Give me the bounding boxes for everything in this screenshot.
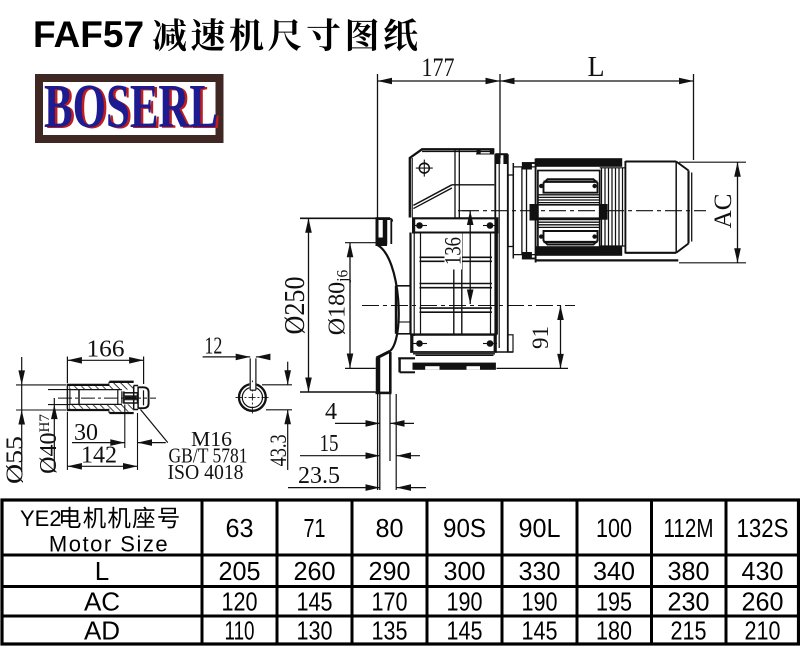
svg-text:23.5: 23.5 <box>298 463 340 489</box>
svg-text:Motor Size: Motor Size <box>49 532 169 557</box>
svg-text:130: 130 <box>297 616 333 646</box>
svg-text:380: 380 <box>668 556 710 586</box>
svg-text:136: 136 <box>441 237 466 265</box>
svg-text:132S: 132S <box>737 513 789 543</box>
svg-text:91: 91 <box>528 326 553 349</box>
svg-text:71: 71 <box>304 513 326 543</box>
svg-text:BOSERL: BOSERL <box>47 74 221 142</box>
svg-text:L: L <box>587 52 604 83</box>
svg-text:340: 340 <box>593 556 635 586</box>
svg-text:M16: M16 <box>191 427 232 451</box>
svg-text:AC: AC <box>84 587 120 617</box>
svg-text:205: 205 <box>219 556 261 586</box>
svg-text:260: 260 <box>294 556 336 586</box>
svg-text:215: 215 <box>671 616 707 646</box>
svg-text:YE2: YE2 <box>20 506 62 531</box>
svg-text:12: 12 <box>204 334 222 360</box>
svg-text:80: 80 <box>376 513 404 543</box>
svg-text:260: 260 <box>742 587 784 617</box>
svg-text:43.3: 43.3 <box>266 434 291 466</box>
svg-text:90L: 90L <box>519 513 561 543</box>
svg-text:180: 180 <box>596 616 632 646</box>
svg-text:Ø55: Ø55 <box>3 436 29 484</box>
svg-text:190: 190 <box>447 587 483 617</box>
svg-text:Ø250: Ø250 <box>280 277 311 335</box>
svg-text:15: 15 <box>320 431 339 457</box>
svg-text:90S: 90S <box>443 513 486 543</box>
svg-text:300: 300 <box>444 556 486 586</box>
svg-text:166: 166 <box>87 337 125 363</box>
svg-text:ISO 4018: ISO 4018 <box>168 460 244 484</box>
svg-text:430: 430 <box>742 556 784 586</box>
svg-text:Ø40H7: Ø40H7 <box>36 414 62 474</box>
svg-text:145: 145 <box>447 616 483 646</box>
svg-text:190: 190 <box>522 587 558 617</box>
svg-text:230: 230 <box>668 587 710 617</box>
svg-text:330: 330 <box>519 556 561 586</box>
svg-text:L: L <box>95 556 109 586</box>
svg-text:AD: AD <box>84 616 120 646</box>
svg-text:GB/T 5781: GB/T 5781 <box>169 444 248 468</box>
svg-text:4: 4 <box>325 399 337 425</box>
svg-text:110: 110 <box>225 616 255 646</box>
svg-text:135: 135 <box>372 616 408 646</box>
svg-text:145: 145 <box>522 616 558 646</box>
svg-text:290: 290 <box>369 556 411 586</box>
svg-text:145: 145 <box>297 587 333 617</box>
svg-text:112M: 112M <box>664 513 714 543</box>
svg-text:120: 120 <box>222 587 258 617</box>
svg-text:100: 100 <box>596 513 632 543</box>
svg-text:195: 195 <box>596 587 632 617</box>
svg-text:177: 177 <box>422 53 455 82</box>
svg-text:63: 63 <box>226 513 254 543</box>
svg-text:AC: AC <box>710 194 737 229</box>
svg-text:142: 142 <box>81 443 117 469</box>
svg-text:FAF57: FAF57 <box>33 14 144 55</box>
svg-text:170: 170 <box>372 587 408 617</box>
svg-text:BOSERL: BOSERL <box>44 73 218 141</box>
svg-text:210: 210 <box>745 616 781 646</box>
svg-text:30: 30 <box>74 420 98 446</box>
